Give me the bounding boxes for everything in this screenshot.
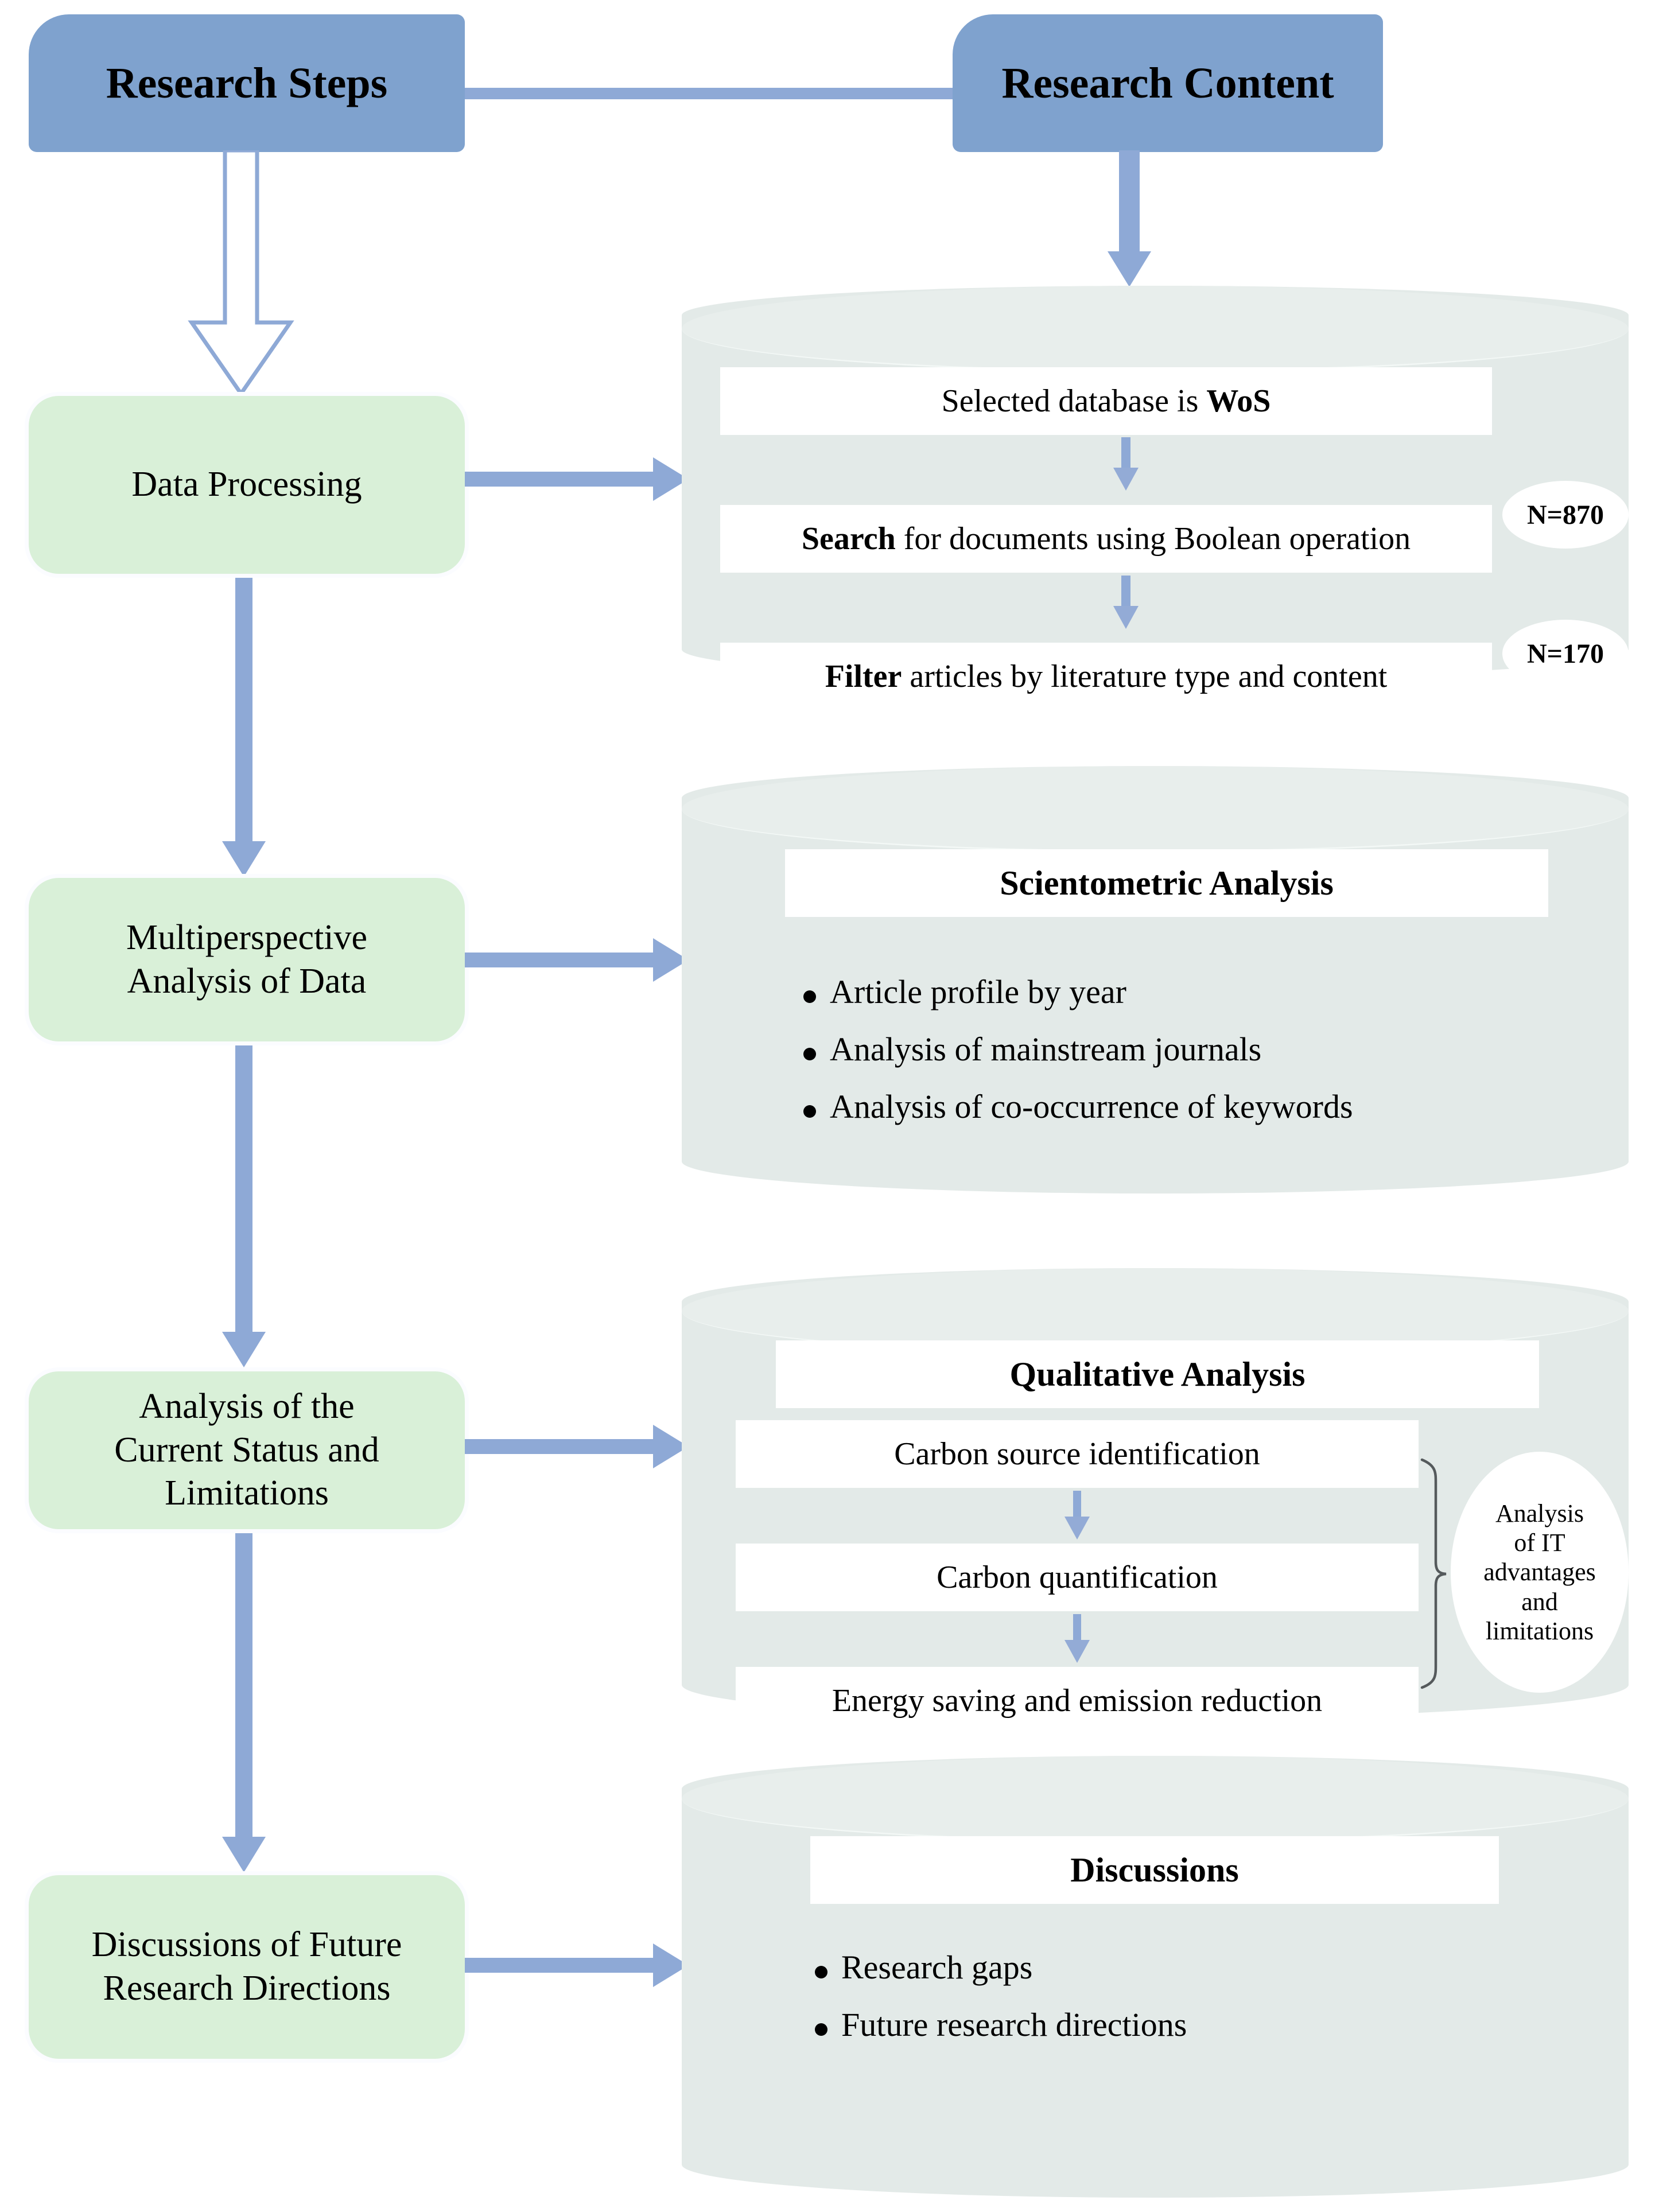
step3-to-cylinder3-line <box>465 1439 654 1454</box>
cylinder1-row-2-bold: Search <box>801 521 896 557</box>
cylinder4-bullet-2: Future research directions <box>841 2006 1187 2043</box>
cylinder1-row-2: Search for documents using Boolean opera… <box>720 505 1492 573</box>
cylinder4-title-label: Discussions <box>1070 1851 1239 1889</box>
cylinder1-inner-arrowhead-2 <box>1113 606 1139 629</box>
cylinder2-title: Scientometric Analysis <box>785 849 1548 917</box>
cylinder2-bullet-list: Article profile by year Analysis of main… <box>803 975 1578 1148</box>
header-connector-line <box>465 88 953 99</box>
header-research-steps: Research Steps <box>29 14 465 152</box>
cylinder4-title-box: Discussions <box>810 1836 1499 1904</box>
cylinder3-inner-line-1 <box>1073 1491 1081 1518</box>
badge-n-870-label: N=870 <box>1526 499 1604 530</box>
cylinder1-inner-arrowhead-1 <box>1113 468 1139 491</box>
cylinder-top-ellipse <box>682 1756 1629 1842</box>
cylinder3-title-label: Qualitative Analysis <box>1009 1355 1306 1393</box>
cylinder3-row-3: Energy saving and emission reduction <box>736 1667 1419 1735</box>
bullet-dot-icon <box>815 1966 827 1978</box>
cylinder-scientometric-analysis <box>682 766 1629 1194</box>
bullet-dot-icon <box>803 1105 816 1118</box>
cylinder3-row-1-label: Carbon source identification <box>894 1436 1260 1472</box>
badge-n-170: N=170 <box>1502 620 1629 687</box>
spine-arrowhead-2 <box>222 1332 266 1367</box>
spine-line-3 <box>235 1526 252 1839</box>
cylinder-top-ellipse <box>682 766 1629 852</box>
list-item: Analysis of mainstream journals <box>803 1033 1578 1066</box>
cylinder3-row-1: Carbon source identification <box>736 1420 1419 1488</box>
cylinder1-inner-line-1 <box>1121 437 1130 469</box>
cylinder-top-ellipse <box>682 286 1629 372</box>
cylinder1-row-3-bold: Filter <box>825 659 902 694</box>
cylinder3-inner-arrowhead-2 <box>1064 1640 1090 1663</box>
list-item: Analysis of co-occurrence of keywords <box>803 1090 1578 1124</box>
step-box-future-directions[interactable]: Discussions of Future Research Direction… <box>29 1875 465 2059</box>
cylinder4-bullet-list: Research gaps Future research directions <box>815 1951 1590 2066</box>
note-it-advantages-limitations: Analysis of IT advantages and limitation… <box>1451 1452 1629 1693</box>
step-label-current-status: Analysis of the Current Status and Limit… <box>114 1387 379 1513</box>
step4-to-cylinder4-line <box>465 1958 654 1973</box>
cylinder1-row-3-text: articles by literature type and content <box>902 659 1388 694</box>
badge-n-170-label: N=170 <box>1526 638 1604 669</box>
cylinder3-inner-arrowhead-1 <box>1064 1517 1090 1540</box>
cylinder1-row-2-text: for documents using Boolean operation <box>895 521 1411 557</box>
curly-brace-icon <box>1416 1457 1451 1690</box>
list-item: Article profile by year <box>803 975 1578 1009</box>
step-label-future-directions: Discussions of Future Research Direction… <box>91 1925 402 2008</box>
cylinder2-bullet-2: Analysis of mainstream journals <box>830 1031 1262 1068</box>
spine-arrowhead-3 <box>222 1837 266 1872</box>
cylinder1-row-1-text: Selected database is <box>941 383 1207 419</box>
hollow-down-arrow <box>184 148 298 403</box>
cylinder2-title-label: Scientometric Analysis <box>1000 864 1334 902</box>
cylinder3-row-2-box: Carbon quantification <box>736 1544 1419 1611</box>
bullet-dot-icon <box>815 2023 827 2036</box>
cylinder-discussions <box>682 1756 1629 2198</box>
bullet-dot-icon <box>803 990 816 1003</box>
step-label-multiperspective-analysis: Multiperspective Analysis of Data <box>126 918 368 1001</box>
header-research-content-label: Research Content <box>1001 59 1334 107</box>
spine-line-1 <box>235 574 252 843</box>
step1-to-cylinder1-line <box>465 472 654 487</box>
content-to-cylinder1-line <box>1119 150 1140 254</box>
cylinder1-row-1-bold: WoS <box>1206 383 1271 419</box>
step-box-current-status[interactable]: Analysis of the Current Status and Limit… <box>29 1371 465 1529</box>
list-item: Research gaps <box>815 1951 1590 1984</box>
list-item: Future research directions <box>815 2008 1590 2042</box>
cylinder1-row-1: Selected database is WoS <box>720 367 1492 435</box>
step-box-data-processing[interactable]: Data Processing <box>29 396 465 574</box>
cylinder3-title: Qualitative Analysis <box>776 1340 1539 1408</box>
cylinder3-row-3-label: Energy saving and emission reduction <box>832 1683 1323 1719</box>
spine-line-2 <box>235 1039 252 1334</box>
spine-arrowhead-1 <box>222 841 266 877</box>
cylinder2-bullet-1: Article profile by year <box>830 973 1126 1010</box>
cylinder2-bullet-3: Analysis of co-occurrence of keywords <box>830 1088 1353 1125</box>
cylinder3-inner-line-2 <box>1073 1614 1081 1642</box>
cylinder-data-processing <box>682 286 1629 679</box>
note-it-advantages-limitations-label: Analysis of IT advantages and limitation… <box>1483 1499 1596 1645</box>
cylinder1-inner-line-2 <box>1121 576 1130 608</box>
cylinder3-row-2-label: Carbon quantification <box>937 1560 1218 1595</box>
cylinder4-bullet-1: Research gaps <box>841 1949 1033 1986</box>
header-research-steps-label: Research Steps <box>106 59 388 107</box>
cylinder1-row-3: Filter articles by literature type and c… <box>720 643 1492 710</box>
badge-n-870: N=870 <box>1502 481 1629 549</box>
content-to-cylinder1-arrowhead <box>1108 251 1151 287</box>
step-label-data-processing: Data Processing <box>131 465 362 504</box>
header-research-content: Research Content <box>953 14 1383 152</box>
bullet-dot-icon <box>803 1048 816 1060</box>
step2-to-cylinder2-line <box>465 953 654 967</box>
step-box-multiperspective-analysis[interactable]: Multiperspective Analysis of Data <box>29 878 465 1041</box>
